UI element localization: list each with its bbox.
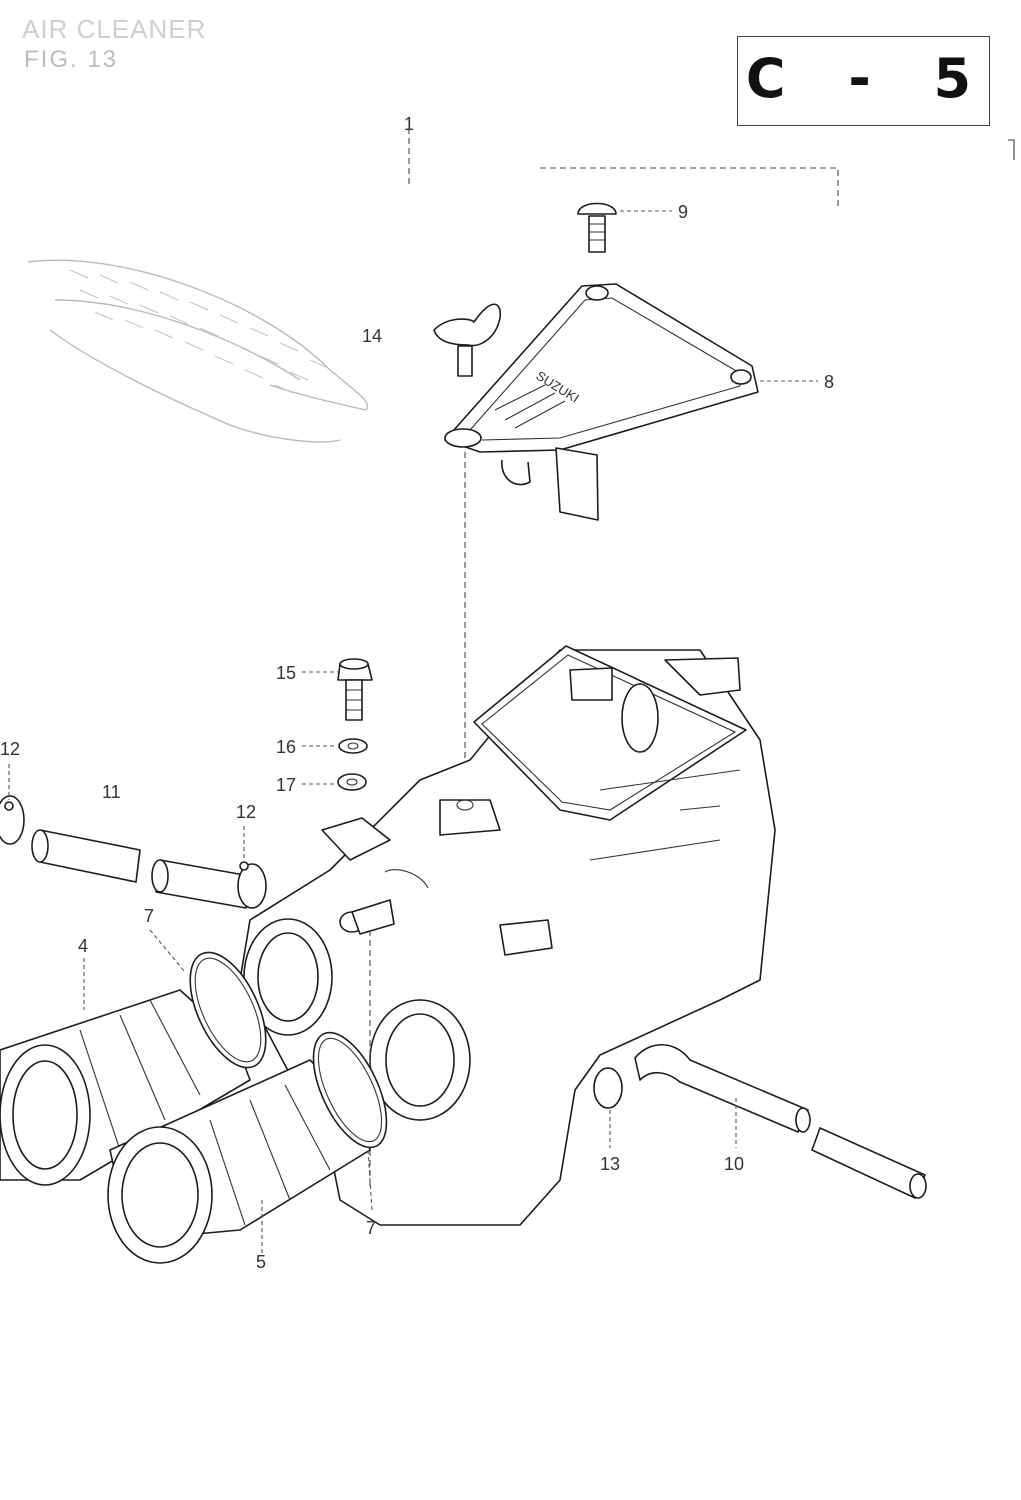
clamp-part-7-lower [312,1031,388,1211]
callout-17: 17 [276,775,296,795]
cover-part-8: SUZUKI [444,283,818,521]
diagram-title: AIR CLEANER [22,14,207,44]
assembly-bracket [408,118,839,208]
clip-part-12-left [0,764,25,845]
page-code: C - 5 [745,47,982,110]
connector-part-5 [107,1059,371,1264]
figure-number: FIG. 13 [24,46,119,73]
wing-bolt [433,303,501,377]
callout-13: 13 [600,1154,620,1174]
filter-element-part [27,259,369,443]
washer-part-16 [302,738,368,754]
clip-part-12-right [237,826,267,909]
connector-part-4 [0,958,251,1186]
page-code-box: C - 5 [737,36,990,126]
callout-5: 5 [256,1252,266,1272]
callout-12-right: 12 [236,802,256,822]
callout-9: 9 [678,202,688,222]
screw-part-9 [577,202,672,253]
callout-15: 15 [276,663,296,683]
bolt-part-15 [302,658,373,721]
callout-4: 4 [78,936,88,956]
drain-hose-part-10 [634,1044,927,1199]
clip-part-13 [593,1067,623,1148]
callout-12-left: 12 [0,739,20,759]
edge-mark [1008,139,1015,160]
callout-14: 14 [362,326,382,346]
callout-7-lower: 7 [366,1218,376,1238]
callout-16: 16 [276,737,296,757]
callout-10: 10 [724,1154,744,1174]
washer-part-17 [302,773,367,791]
callout-8: 8 [824,372,834,392]
hose-part-11 [31,829,251,909]
clamp-part-7-upper [149,929,267,1069]
callout-11: 11 [102,782,121,802]
callout-7-upper: 7 [144,906,154,926]
callout-labels: 1 9 8 14 15 16 17 12 11 12 7 4 5 7 13 10 [0,114,834,1272]
callout-1: 1 [404,114,414,134]
